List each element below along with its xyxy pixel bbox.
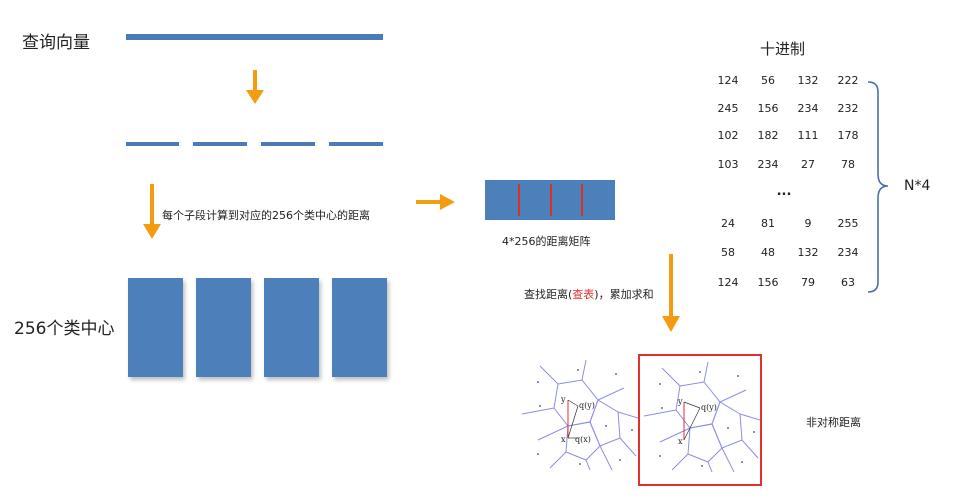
voronoi-label-y: y — [560, 395, 566, 404]
arrow-down-icon — [662, 254, 680, 332]
matrix-caption: 4*256的距离矩阵 — [502, 235, 591, 248]
decimal-table: 124 56 132 222 245 156 234 232 102 182 1… — [717, 74, 859, 289]
arrow-down-icon — [143, 184, 161, 239]
query-vector-label: 查询向量 — [22, 33, 90, 53]
sub-segment-4 — [329, 142, 383, 146]
voronoi-label-qy: q(y) — [579, 401, 595, 410]
voronoi-label-y: y — [677, 397, 683, 406]
n4-label: N*4 — [904, 178, 931, 194]
sub-segment-2 — [193, 142, 247, 146]
center-block-2 — [196, 278, 251, 377]
ellipsis: ... — [776, 184, 792, 199]
decimal-title: 十进制 — [760, 40, 806, 58]
voronoi-label-x: x — [561, 435, 566, 444]
lookup-caption: 查找距离(查表)，累加求和 — [524, 288, 654, 301]
sub-segment-1 — [126, 142, 179, 146]
distance-matrix — [485, 180, 615, 220]
voronoi-diagram-right: y q(y) x — [643, 362, 760, 472]
curly-brace-icon — [867, 81, 889, 293]
asymmetric-highlight-box — [638, 354, 762, 486]
voronoi-label-qx: q(x) — [575, 435, 591, 444]
center-block-1 — [128, 278, 183, 377]
sub-segment-3 — [261, 142, 315, 146]
voronoi-label-x: x — [678, 437, 683, 446]
centers-label: 256个类中心 — [14, 319, 115, 339]
query-vector-bar — [126, 34, 383, 40]
center-block-3 — [264, 278, 319, 377]
asymmetric-distance-label: 非对称距离 — [806, 416, 861, 429]
voronoi-diagram-left: y q(y) x q(x) — [521, 360, 638, 470]
voronoi-label-qy: q(y) — [701, 403, 717, 412]
lookup-highlight: 查表 — [572, 288, 595, 301]
arrow-down-icon — [246, 70, 264, 104]
arrow-right-icon — [416, 194, 455, 210]
center-block-4 — [332, 278, 387, 377]
per-subsegment-caption: 每个子段计算到对应的256个类中心的距离 — [162, 209, 370, 222]
